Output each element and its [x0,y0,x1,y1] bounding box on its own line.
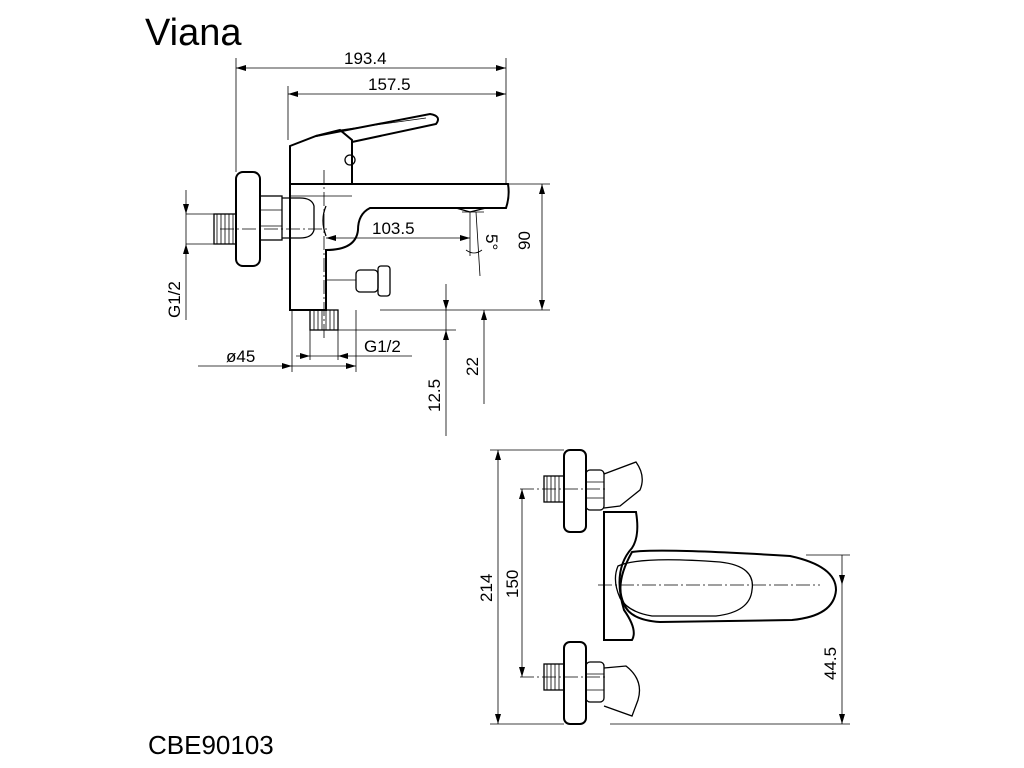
dim-wall-thread: G1/2 [165,281,184,318]
side-view-dimensions: 193.4 157.5 103.5 5° 90 [165,49,550,436]
upper-rosette [563,449,587,533]
body-top-view [603,511,639,641]
mixer-body [289,183,510,311]
side-view [213,112,510,340]
dim-outlet-offset-2: 22 [463,357,482,376]
lever-handle [315,112,439,143]
lower-s-connector [603,665,641,717]
dim-spout-angle: 5° [482,234,501,250]
dim-overall-width: 214 [477,574,496,602]
top-view-dimensions: 214 150 44.5 [477,449,850,725]
lever-screw [344,154,356,166]
dim-inlet-centres: 150 [503,570,522,598]
model-code: CBE90103 [148,730,274,760]
product-title: Viana [145,12,242,54]
dim-escutcheon-diameter: ø45 [226,347,255,366]
dim-height: 90 [515,231,534,250]
upper-s-connector [603,461,643,509]
dim-bottom-thread: G1/2 [364,337,401,356]
top-view [520,449,838,725]
spout-top-view [619,549,838,624]
s-connector [282,197,315,239]
dim-spout-reach: 103.5 [372,219,415,238]
dim-body-length: 157.5 [368,75,411,94]
hex-nut [259,195,283,241]
diverter-knob [355,269,379,293]
cartridge-housing [289,128,353,184]
dim-overall-length: 193.4 [344,49,387,68]
dim-outlet-offset-1: 12.5 [425,379,444,412]
lower-rosette [563,641,587,725]
lever-top-view [614,559,754,617]
wall-rosette [235,171,261,267]
dim-spout-offset: 44.5 [821,647,840,680]
